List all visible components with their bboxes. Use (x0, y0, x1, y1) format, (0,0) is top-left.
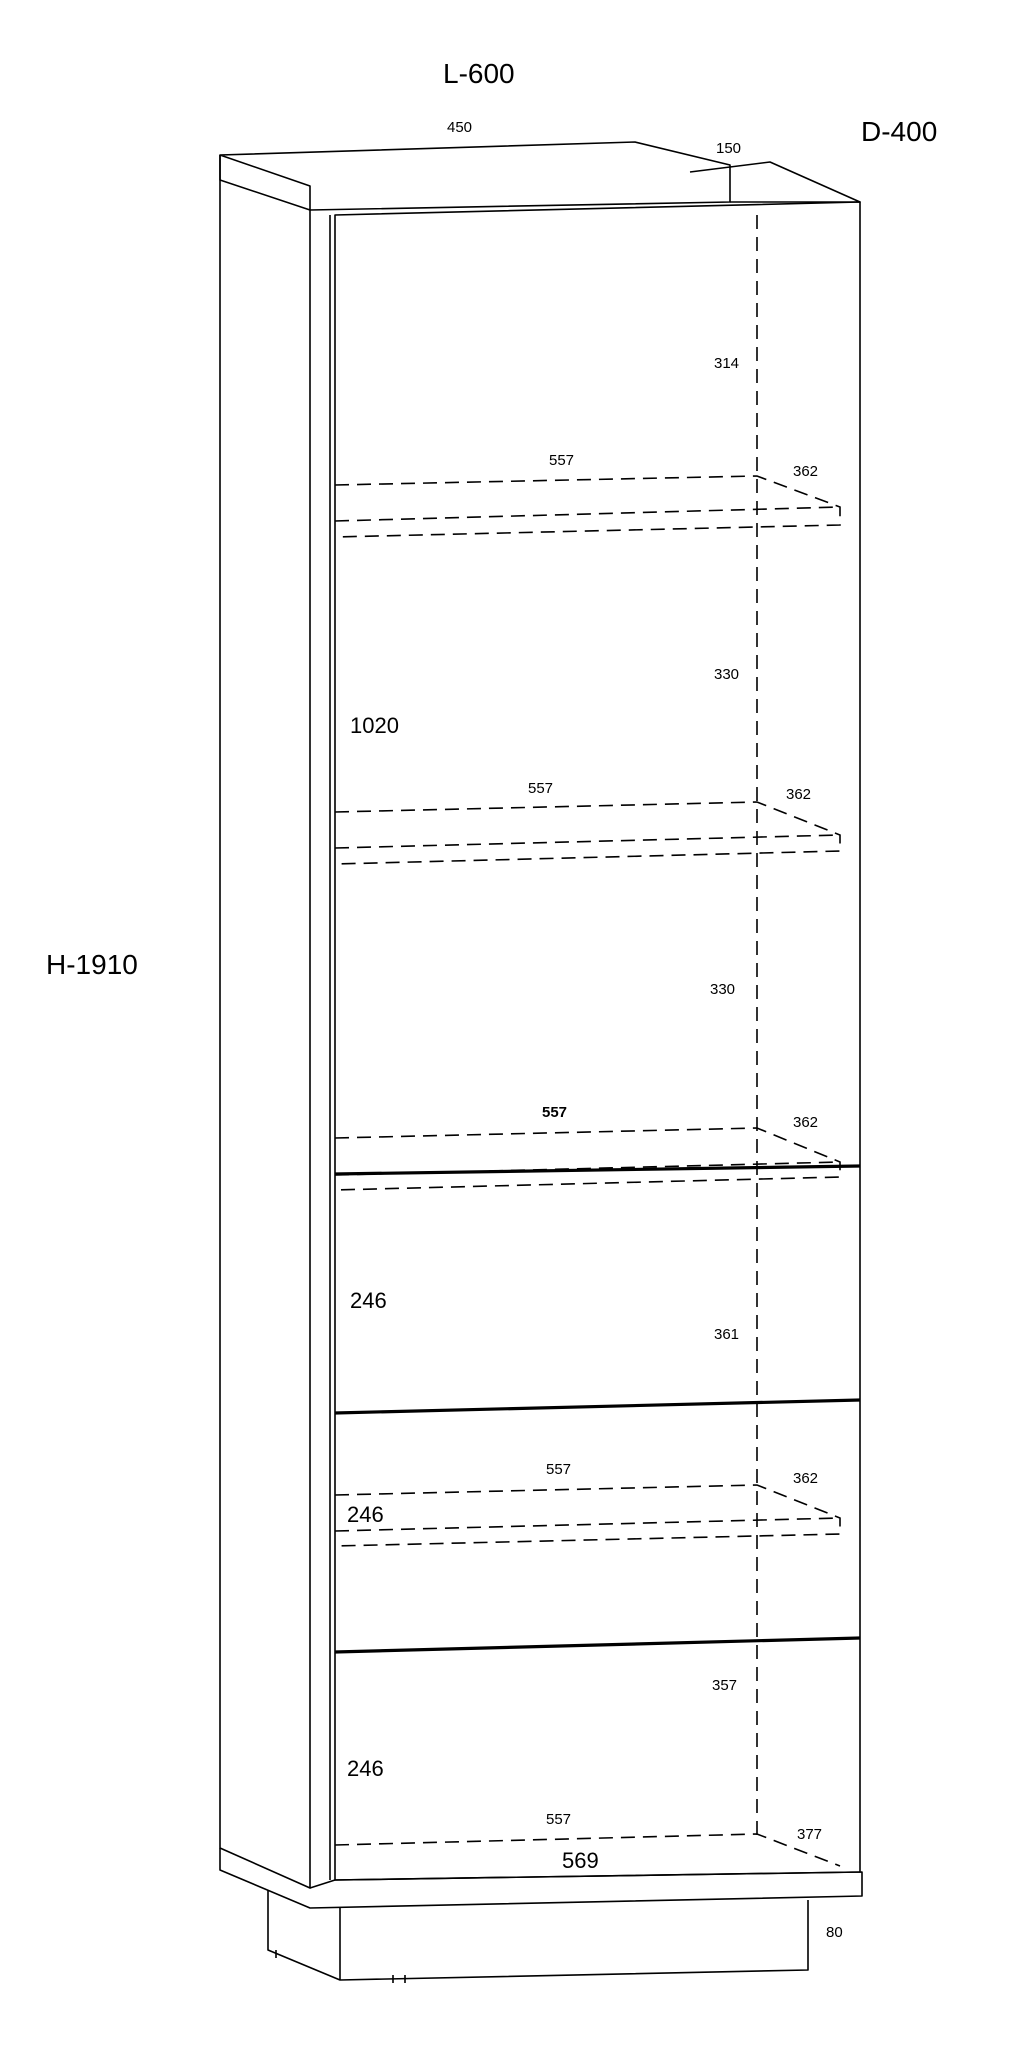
left-side-panel (219, 155, 311, 1889)
shelf-1-depth: 362 (793, 463, 818, 480)
door-divider (334, 1164, 861, 1176)
drawer-divider-1 (334, 1398, 861, 1415)
front-frame (334, 201, 861, 1881)
drawer-divider-2 (334, 1636, 861, 1654)
compartment-5-height: 357 (712, 1677, 737, 1694)
compartment-2-height: 330 (714, 666, 739, 683)
interior-hidden-lines (334, 215, 841, 1867)
top-step (689, 161, 861, 203)
drawer-3-height: 246 (347, 1756, 384, 1781)
shelf-2 (334, 801, 841, 865)
shelf-4 (334, 1484, 841, 1547)
bottom-width: 557 (546, 1811, 571, 1828)
shelf-3 (334, 1127, 841, 1191)
length-label: L-600 (443, 58, 515, 89)
drawer-1-height: 246 (350, 1288, 387, 1313)
compartment-3-height: 330 (710, 981, 735, 998)
plinth-height-label: 80 (826, 1924, 843, 1941)
shelf-2-width: 557 (528, 780, 553, 797)
cabinet-body (219, 141, 863, 1983)
top-board (219, 141, 731, 211)
bottom-inner (334, 1833, 841, 1867)
shelf-3-width: 557 (542, 1104, 567, 1121)
plinth-foot (275, 1950, 406, 1983)
shelf-3-depth: 362 (793, 1114, 818, 1131)
upper-door-height: 1020 (350, 713, 399, 738)
shelf-1 (334, 475, 841, 538)
depth-label: D-400 (861, 116, 937, 147)
step-width-label: 150 (716, 140, 741, 157)
inner-width-label: 569 (562, 1848, 599, 1873)
shelf-4-width: 557 (546, 1461, 571, 1478)
height-label: H-1910 (46, 949, 138, 980)
bottom-depth: 377 (797, 1826, 822, 1843)
shelf-4-depth: 362 (793, 1470, 818, 1487)
compartment-4-height: 361 (714, 1326, 739, 1343)
compartment-1-height: 314 (714, 355, 739, 372)
drawer-2-height: 246 (347, 1502, 384, 1527)
shelf-1-width: 557 (549, 452, 574, 469)
top-width-label: 450 (447, 119, 472, 136)
shelf-2-depth: 362 (786, 786, 811, 803)
bottom-board (219, 1848, 863, 1909)
front-dividers (334, 1164, 861, 1654)
